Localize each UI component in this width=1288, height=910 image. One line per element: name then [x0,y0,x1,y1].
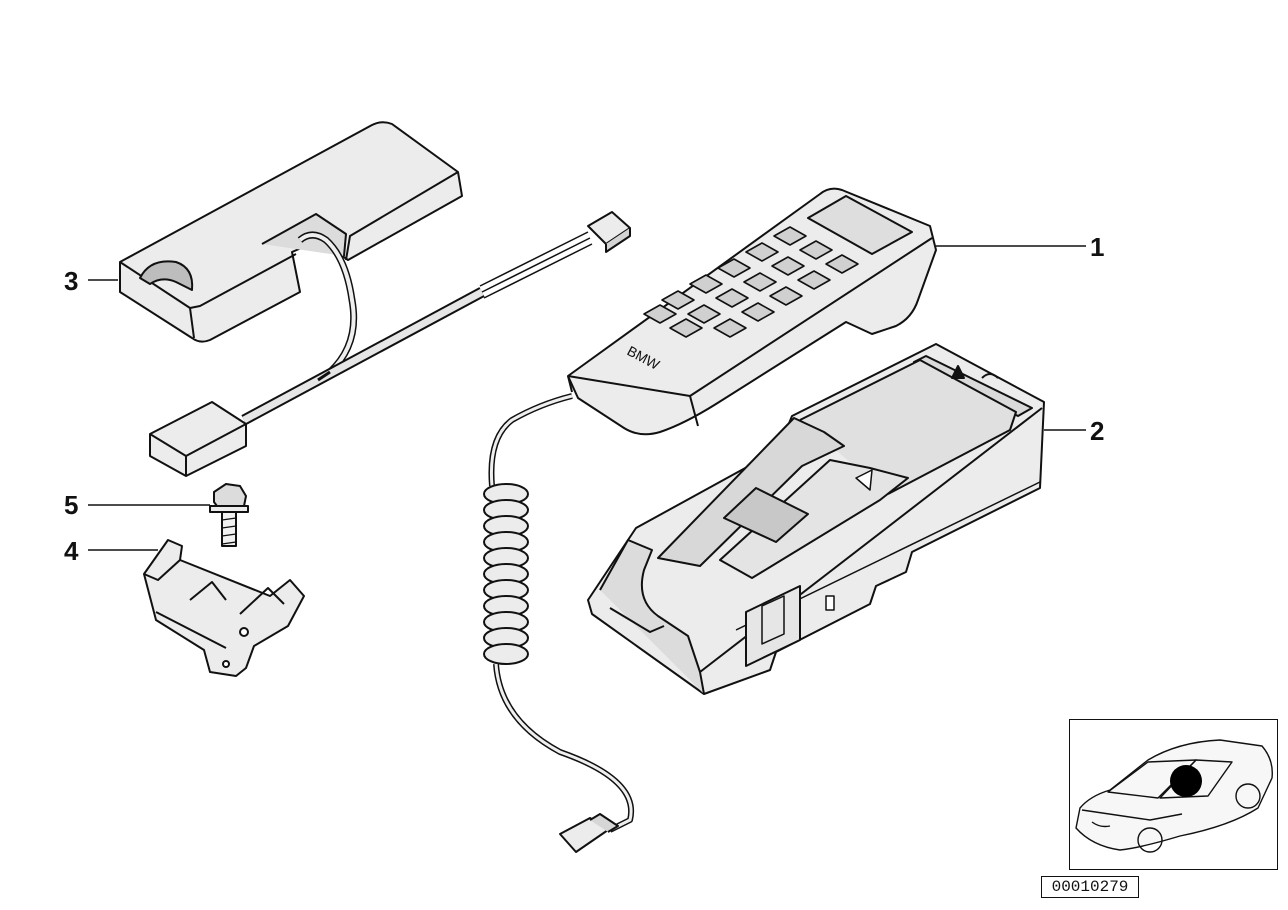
reference-number: 00010279 [1041,876,1139,898]
callout-3: 3 [64,266,79,296]
coiled-cable [483,393,635,853]
vehicle-location-inset-frame [1069,719,1278,870]
cradle-icon [587,343,1045,695]
handset-icon: BMW [567,187,937,436]
callout-2: 2 [1090,416,1105,446]
callout-5: 5 [64,490,79,520]
screw-icon [209,483,249,547]
callout-4: 4 [64,536,79,566]
bracket-icon [143,539,305,677]
callout-1: 1 [1090,232,1105,262]
control-module-icon [119,121,631,477]
leader-lines [88,245,1086,551]
